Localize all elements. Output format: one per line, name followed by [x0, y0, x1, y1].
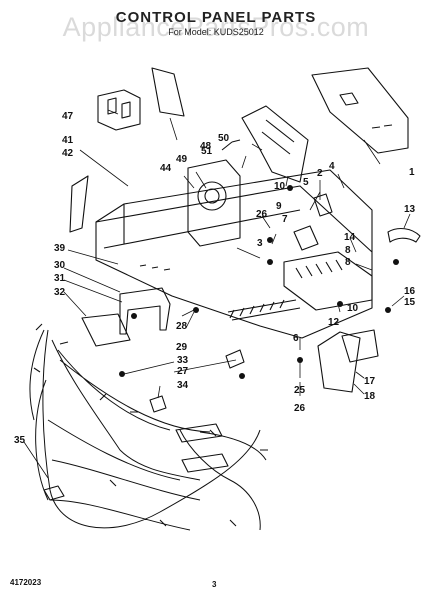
part-50-cover — [241, 105, 309, 183]
part-34-clip — [149, 395, 167, 413]
callout-41: 41 — [62, 135, 74, 146]
main-control-panel — [95, 185, 373, 339]
document-number: 4172023 — [10, 578, 42, 587]
part-2-bracket — [313, 193, 333, 217]
callout-29: 29 — [176, 342, 188, 353]
callout-31: 31 — [54, 273, 66, 284]
callout-5: 5 — [303, 177, 309, 188]
model-subtitle: For Model: KUDS25012 — [168, 27, 264, 37]
part-30-bracket — [119, 287, 171, 335]
callout-17: 17 — [364, 376, 376, 387]
callout-8b: 8 — [345, 257, 351, 268]
callout-42: 42 — [62, 148, 74, 159]
callout-28: 28 — [176, 321, 188, 332]
callout-9: 9 — [276, 201, 282, 212]
callout-35: 35 — [14, 435, 26, 446]
callout-2: 2 — [317, 168, 323, 179]
part-5-bracket — [293, 225, 319, 251]
part-18-sidecover — [317, 331, 361, 393]
callout-30: 30 — [54, 260, 66, 271]
part-41-endcap — [69, 175, 89, 233]
wiring-harness — [29, 329, 267, 531]
part-3-housing — [283, 251, 373, 311]
callout-48: 48 — [200, 141, 212, 152]
callout-3: 3 — [257, 238, 263, 249]
callout-10b: 10 — [347, 303, 359, 314]
callout-10a: 10 — [274, 181, 286, 192]
callout-8a: 8 — [345, 245, 351, 256]
callout-44: 44 — [160, 163, 172, 174]
callout-39: 39 — [54, 243, 66, 254]
part-27-clip — [225, 349, 245, 369]
callout-25: 25 — [294, 385, 306, 396]
callout-50: 50 — [218, 133, 230, 144]
callout-12: 12 — [328, 317, 340, 328]
callout-49: 49 — [176, 154, 188, 165]
part-13-arm — [387, 227, 421, 243]
callout-1: 1 — [409, 167, 415, 178]
callout-15: 15 — [404, 297, 416, 308]
callout-14: 14 — [344, 232, 356, 243]
callout-27: 27 — [177, 366, 189, 377]
callout-32: 32 — [54, 287, 66, 298]
callout-33: 33 — [177, 355, 189, 366]
callout-26b: 26 — [294, 403, 306, 414]
callout-34: 34 — [177, 380, 189, 391]
callout-51: 51 — [201, 146, 213, 157]
part-1-panel — [311, 67, 409, 154]
part-17-trim — [341, 329, 379, 363]
callout-4: 4 — [329, 161, 335, 172]
callout-18: 18 — [364, 391, 376, 402]
callout-26a: 26 — [256, 209, 268, 220]
part-32-cover — [81, 313, 131, 347]
callout-6: 6 — [293, 333, 299, 344]
callout-16: 16 — [404, 286, 416, 297]
page-title: CONTROL PANEL PARTS — [115, 9, 317, 26]
part-47-bracket — [97, 89, 141, 131]
page-number: 3 — [212, 580, 217, 589]
callout-13: 13 — [404, 204, 416, 215]
watermark: AppliancePartsPros.com — [62, 12, 370, 42]
callout-47: 47 — [62, 111, 74, 122]
callout-7: 7 — [282, 214, 288, 225]
part-48-board — [151, 67, 185, 117]
